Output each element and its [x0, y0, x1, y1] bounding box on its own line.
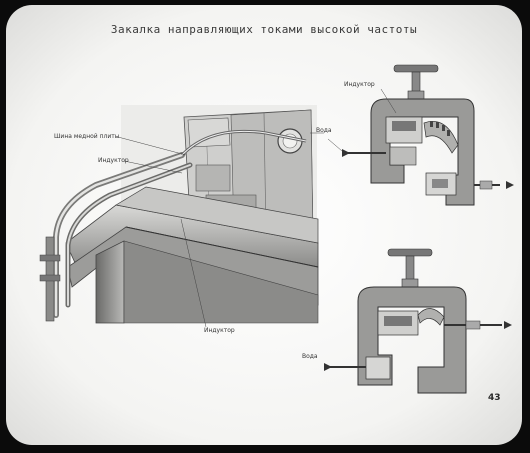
label-inductor-bottom: Индуктор: [204, 327, 235, 334]
diagram-art: [39, 64, 514, 394]
label-inductor-main: Индуктор: [98, 157, 129, 164]
label-water-top: Вода: [316, 127, 332, 134]
label-inductor-top-right: Индуктор: [344, 81, 375, 88]
handwheel-icon: [393, 64, 439, 102]
label-bus: Шина медной плиты: [54, 133, 120, 140]
section-top: [327, 64, 514, 206]
slide-title: Закалка направляющих токами высокой част…: [110, 23, 418, 36]
slide: Закалка направляющих токами высокой част…: [6, 5, 522, 445]
machine-illustration: [39, 105, 324, 328]
water-inlet-arrow-icon: [342, 149, 350, 157]
page-number: 43: [488, 393, 501, 403]
label-water-bottom: Вода: [302, 353, 318, 360]
water-inlet-arrow-icon: [324, 363, 332, 371]
section-bottom: [324, 248, 512, 394]
